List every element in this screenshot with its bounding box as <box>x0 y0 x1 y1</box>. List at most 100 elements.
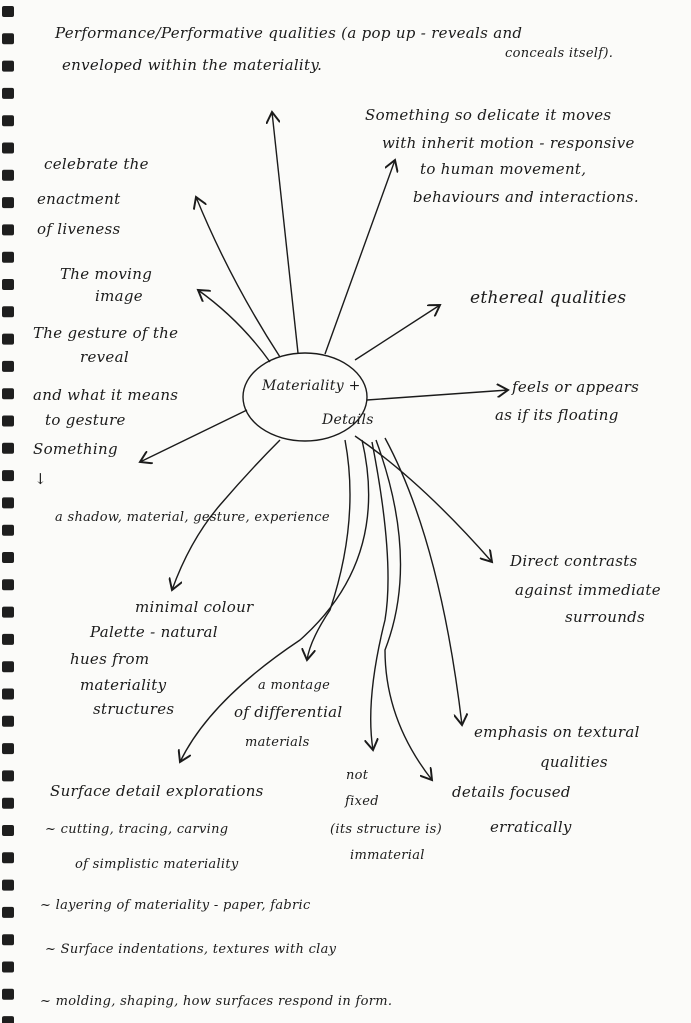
top-note-line1: Performance/Performative qualities (a po… <box>55 24 523 42</box>
contrasts-line3: surrounds <box>565 608 646 626</box>
binding-ring <box>2 579 14 591</box>
binding-ring <box>2 934 14 946</box>
surface-item-2: ~ layering of materiality - paper, fabri… <box>40 898 311 913</box>
top-note-aside: conceals itself). <box>505 46 614 61</box>
surface-item-4: ~ molding, shaping, how surfaces respond… <box>40 994 393 1009</box>
binding-ring <box>2 33 14 45</box>
textural-line1: emphasis on textural <box>474 723 640 741</box>
binding-ring <box>2 688 14 700</box>
erratic-line1: details focused <box>452 783 571 801</box>
binding-ring <box>2 388 14 400</box>
binding-ring <box>2 60 14 72</box>
binding-ring <box>2 770 14 782</box>
surface-title: Surface detail explorations <box>50 782 264 800</box>
top-note-line2: enveloped within the materiality. <box>62 56 323 74</box>
center-ellipse <box>242 352 368 442</box>
arrow-montage <box>307 439 351 660</box>
binding-ring <box>2 333 14 345</box>
arrow-palette <box>172 439 281 590</box>
binding-ring <box>2 743 14 755</box>
ethereal-label: ethereal qualities <box>470 288 627 308</box>
binding-ring <box>2 87 14 99</box>
liveness-line3: of liveness <box>37 220 121 238</box>
surface-item-1: ~ cutting, tracing, carving <box>45 822 229 837</box>
binding-ring <box>2 988 14 1000</box>
binding-ring <box>2 306 14 318</box>
contrasts-line2: against immediate <box>515 581 661 599</box>
binding-ring <box>2 197 14 209</box>
not-fixed-line1: not <box>346 768 369 783</box>
montage-line1: a montage <box>258 678 331 693</box>
binding-ring <box>2 6 14 17</box>
spiral-binding <box>2 6 14 1023</box>
binding-ring <box>2 470 14 482</box>
arrow-delicate <box>324 160 395 355</box>
binding-ring <box>2 142 14 154</box>
binding-ring <box>2 633 14 645</box>
moving-image-line2: image <box>95 287 143 305</box>
binding-ring <box>2 497 14 509</box>
binding-ring <box>2 606 14 618</box>
palette-line2: Palette - natural <box>90 623 218 641</box>
arrow-liveness <box>196 197 281 358</box>
binding-ring <box>2 552 14 563</box>
binding-ring <box>2 524 14 536</box>
not-fixed-line4: immaterial <box>350 848 425 863</box>
binding-ring <box>2 961 14 973</box>
montage-line2: of differential <box>234 703 343 721</box>
binding-ring <box>2 852 14 864</box>
montage-line3: materials <box>245 735 310 750</box>
gesture-means-line3: Something <box>33 440 118 458</box>
arrow-ethereal <box>354 305 440 361</box>
liveness-line2: enactment <box>37 190 121 208</box>
liveness-line1: celebrate the <box>44 155 149 173</box>
palette-line5: structures <box>93 700 175 718</box>
arrow-floating <box>366 390 508 401</box>
binding-ring <box>2 825 14 836</box>
surface-item-1b: of simplistic materiality <box>75 857 239 872</box>
gesture-reveal-line1: The gesture of the <box>33 324 179 342</box>
erratic-line2: erratically <box>490 818 572 836</box>
contrasts-line1: Direct contrasts <box>510 552 638 570</box>
arrow-top <box>272 112 299 354</box>
binding-ring <box>2 169 14 181</box>
center-line1: Materiality + <box>262 378 361 394</box>
delicate-line3: to human movement, <box>420 160 587 178</box>
gesture-reveal-line2: reveal <box>80 348 129 366</box>
arrow-moving-image <box>198 290 271 363</box>
floating-line1: feels or appears <box>512 378 640 396</box>
moving-image-line1: The moving <box>60 265 153 283</box>
down-arrow-icon: ↓ <box>34 470 47 488</box>
binding-ring <box>2 224 14 236</box>
binding-ring <box>2 442 14 454</box>
palette-line1: minimal colour <box>135 598 254 616</box>
gesture-means-line2: to gesture <box>45 411 126 429</box>
delicate-line4: behaviours and interactions. <box>413 188 639 206</box>
gesture-means-line1: and what it means <box>33 386 179 404</box>
surface-item-3: ~ Surface indentations, textures with cl… <box>45 942 337 957</box>
binding-ring <box>2 1016 14 1023</box>
binding-ring <box>2 360 14 372</box>
not-fixed-line3: (its structure is) <box>330 822 442 837</box>
binding-ring <box>2 879 14 891</box>
gesture-list: a shadow, material, gesture, experience <box>55 510 330 525</box>
floating-line2: as if its floating <box>495 406 619 424</box>
binding-ring <box>2 115 14 127</box>
arrow-surface <box>180 439 370 762</box>
arrow-contrasts <box>354 435 492 562</box>
not-fixed-line2: fixed <box>345 794 379 809</box>
arrow-not-fixed <box>371 441 389 750</box>
binding-ring <box>2 661 14 673</box>
binding-ring <box>2 279 14 290</box>
palette-line4: materiality <box>80 676 167 694</box>
arrow-textural <box>384 437 462 725</box>
binding-ring <box>2 251 14 263</box>
textural-line2: qualities <box>540 753 608 771</box>
arrow-erratic <box>375 439 432 780</box>
binding-ring <box>2 797 14 809</box>
binding-ring <box>2 715 14 727</box>
delicate-line2: with inherit motion - responsive <box>382 134 635 152</box>
binding-ring <box>2 906 14 918</box>
center-line2: Details <box>322 412 374 428</box>
